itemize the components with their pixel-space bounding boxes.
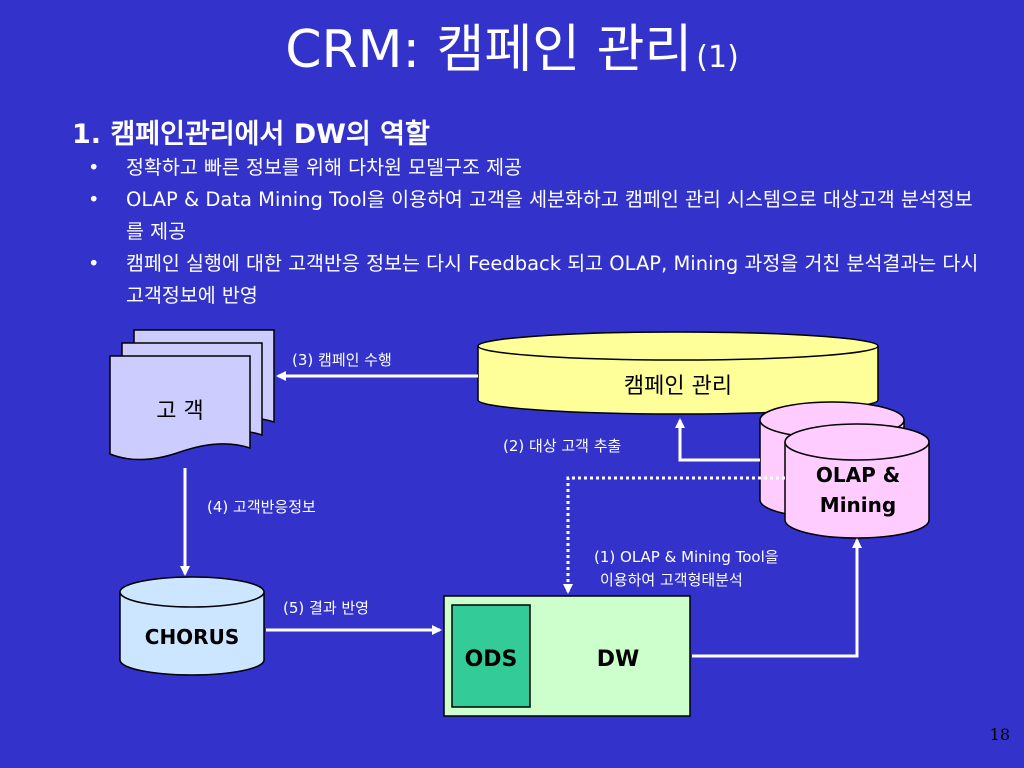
bullet-item: •캠페인 실행에 대한 고객반응 정보는 다시 Feedback 되고 OLAP… (88, 252, 979, 307)
bullet-item: •정확하고 빠른 정보를 위해 다차원 모델구조 제공 (88, 156, 522, 179)
chorus-cylinder (119, 576, 265, 676)
bullet-item: •OLAP & Data Mining Tool을 이용하여 고객을 세분화하고… (88, 188, 973, 243)
slide-title: CRM: 캠페인 관리(1) (285, 20, 739, 80)
step1-label-line1: (1) OLAP & Mining Tool을 (594, 548, 779, 566)
olap-label-line1: OLAP & (816, 463, 900, 487)
ods-label: ODS (465, 647, 518, 672)
page-number: 18 (989, 725, 1010, 744)
olap-mining-cylinders (759, 401, 930, 539)
dw-box (443, 595, 691, 717)
olap-label-line2: Mining (820, 493, 896, 517)
section-heading: 1. 캠페인관리에서 DW의 역할 (72, 119, 430, 150)
chorus-label: CHORUS (145, 625, 239, 649)
customer-label: 고 객 (156, 399, 203, 424)
step2-label: (2) 대상 고객 추출 (503, 437, 622, 455)
campaign-label: 캠페인 관리 (624, 374, 732, 399)
arrow-dw-to-olap (692, 538, 862, 658)
customer-document-stack (109, 329, 275, 461)
arrow-olap-to-campaign (675, 418, 760, 462)
campaign-management-cylinder (477, 331, 879, 415)
dotted-arrow-olap-to-dw (563, 476, 785, 594)
step4-label: (4) 고객반응정보 (207, 498, 316, 516)
step5-label: (5) 결과 반영 (283, 599, 369, 617)
step3-label: (3) 캠페인 수행 (292, 351, 392, 369)
dw-label: DW (597, 647, 640, 672)
bullet-list: •정확하고 빠른 정보를 위해 다차원 모델구조 제공 •OLAP & Data… (88, 152, 988, 312)
step1-label-line2: 이용하여 고객형태분석 (600, 571, 743, 589)
